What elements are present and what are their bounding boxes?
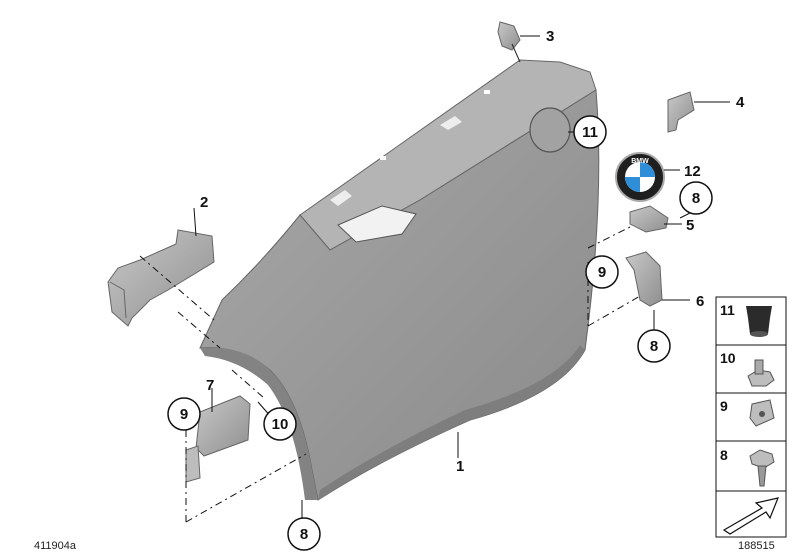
- callout-4: 4: [736, 94, 745, 111]
- emblem-text: BMW: [631, 158, 649, 165]
- direction-arrow-icon: [722, 497, 779, 535]
- bmw-emblem-part: BMW: [615, 152, 665, 202]
- callout-5: 5: [686, 217, 694, 234]
- callout-12: 12: [684, 163, 701, 180]
- callout-circle-11: 11: [573, 115, 607, 149]
- callout-7: 7: [206, 377, 214, 394]
- dashed-lines: [139, 225, 641, 523]
- svg-text:10: 10: [720, 350, 736, 366]
- bracket-part-3: [497, 21, 521, 63]
- bracket-part-2: [107, 229, 215, 327]
- callout-circle-8-upper: 8: [679, 181, 713, 215]
- bracket-part-7: [185, 395, 251, 483]
- nut-icon: [747, 359, 775, 387]
- callout-circle-8-right: 8: [637, 329, 671, 363]
- callout-2: 2: [200, 194, 208, 211]
- diagram-id-right: 188515: [738, 540, 775, 552]
- bracket-part-5: [629, 205, 669, 233]
- bracket-part-4: [667, 91, 695, 133]
- legend-item-11: 11: [715, 296, 787, 346]
- callout-circle-10: 10: [263, 407, 297, 441]
- circled-callouts: 11 8 9 8 9 10 8: [167, 115, 713, 551]
- callout-labels: 1 2 3 4 5 6 7 12: [200, 28, 745, 475]
- legend-item-8: 8: [715, 440, 787, 492]
- legend-item-9: 9: [715, 392, 787, 442]
- callout-6: 6: [696, 293, 704, 310]
- svg-text:9: 9: [598, 264, 606, 281]
- callout-1: 1: [456, 458, 464, 475]
- legend-arrow-box: [715, 490, 787, 538]
- svg-text:9: 9: [720, 398, 728, 414]
- grommet-icon: [746, 306, 772, 337]
- diagram-id-left: 411904a: [34, 540, 77, 552]
- legend-item-10: 10: [715, 344, 787, 394]
- svg-text:8: 8: [300, 526, 308, 543]
- screw-icon: [749, 449, 775, 487]
- callout-circle-8-bottom: 8: [287, 517, 321, 551]
- svg-text:10: 10: [272, 416, 289, 433]
- svg-text:8: 8: [692, 190, 700, 207]
- svg-text:8: 8: [650, 338, 658, 355]
- clip-nut-icon: [749, 399, 775, 427]
- svg-text:9: 9: [180, 406, 188, 423]
- svg-text:11: 11: [720, 302, 735, 318]
- side-panel-part: [199, 59, 600, 501]
- callout-circle-9-left: 9: [167, 397, 201, 431]
- callout-circle-9-right: 9: [585, 255, 619, 289]
- bracket-part-6: [625, 251, 663, 307]
- svg-text:11: 11: [582, 124, 598, 141]
- svg-text:8: 8: [720, 447, 728, 463]
- fastener-legend: 11 10 9 8: [715, 296, 787, 538]
- callout-3: 3: [546, 28, 554, 45]
